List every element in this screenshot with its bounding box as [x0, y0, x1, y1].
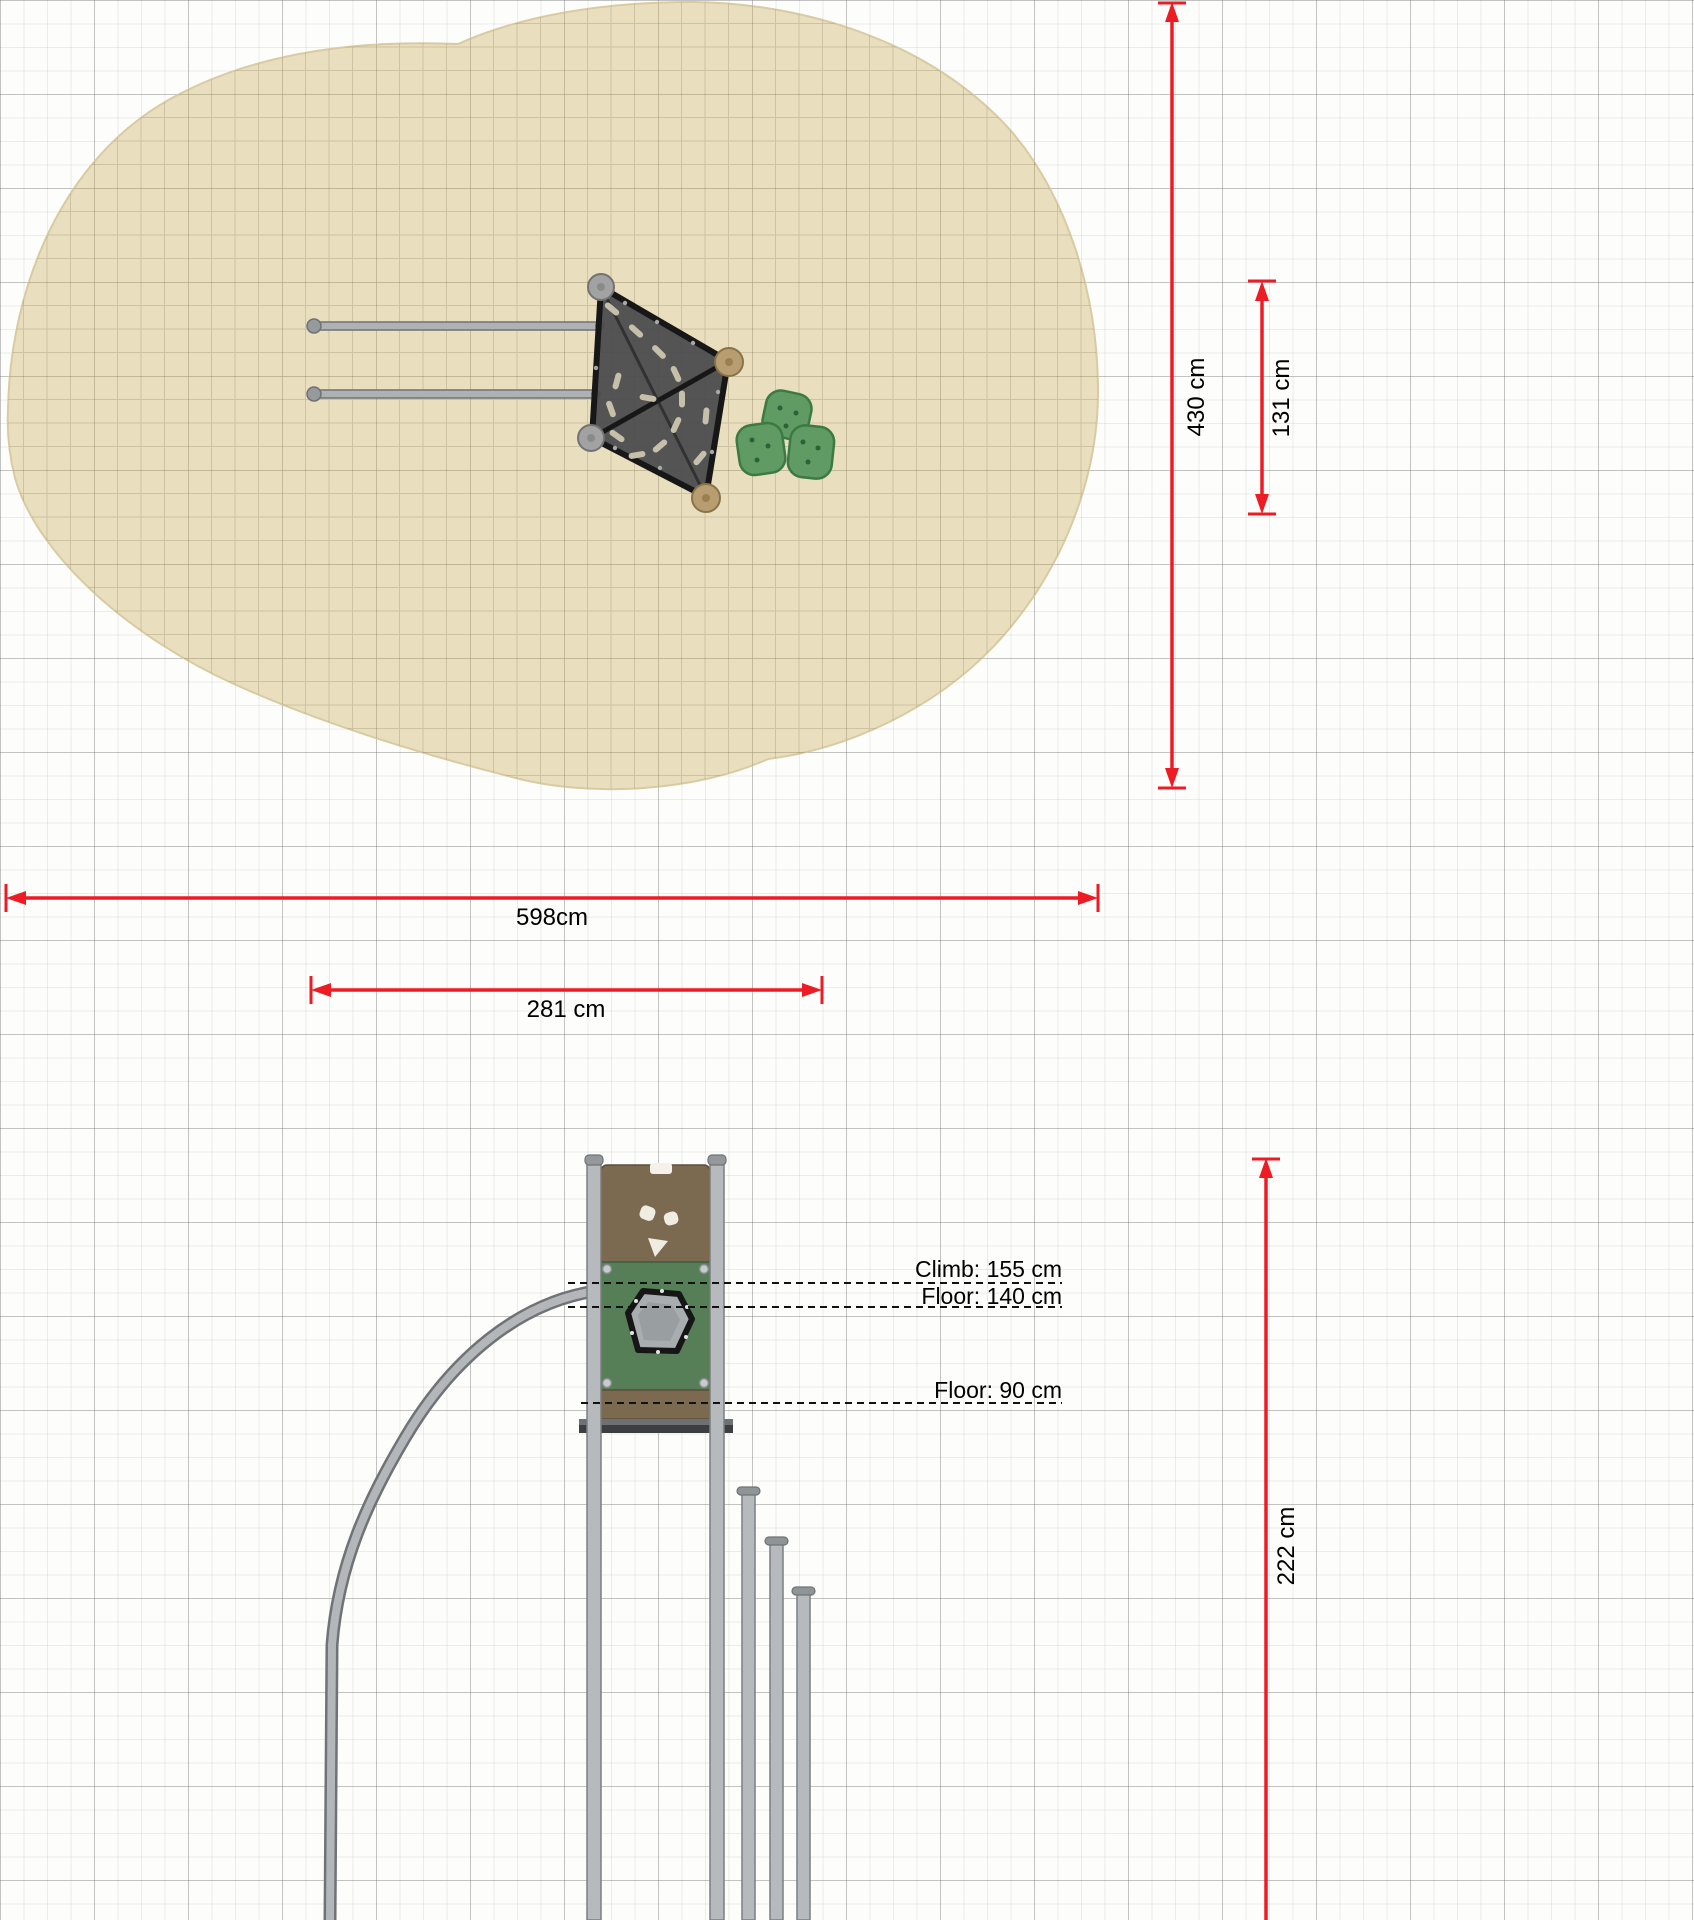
- climbing-net-panel: [577, 273, 744, 513]
- leader-lines: [568, 1282, 1062, 1404]
- dim-label-total-width: 598cm: [515, 904, 589, 931]
- plan-view-equipment: [306, 273, 836, 513]
- panel-bolts: [601, 1263, 710, 1389]
- frame-bolts: [593, 300, 721, 471]
- step-cap-2: [764, 1536, 789, 1546]
- dim-label-inner-height: 131 cm: [1268, 358, 1295, 438]
- step-cap-3: [791, 1586, 816, 1596]
- net-slots: [604, 302, 710, 466]
- step-posts: [736, 1486, 816, 1920]
- post-left-cap: [584, 1154, 604, 1166]
- support-posts: [584, 1154, 727, 1920]
- label-climb-height: Climb: 155 cm: [915, 1256, 1062, 1282]
- label-floor-upper: Floor: 140 cm: [921, 1283, 1062, 1309]
- dimension-inner-height: [1248, 279, 1276, 516]
- elevation-view: [323, 1154, 1062, 1920]
- platform-deck: [579, 1425, 733, 1433]
- panel-holes: [639, 1205, 679, 1257]
- step-post-1: [741, 1493, 756, 1920]
- step-post-2: [769, 1543, 784, 1920]
- monkey-bar-lower: [311, 389, 597, 399]
- net-brace: [590, 358, 730, 441]
- dimension-lines: [4, 1, 1280, 1920]
- panel-brown-lower: [600, 1389, 711, 1420]
- climbing-stone-2: [735, 421, 787, 477]
- dimension-total-width: [4, 884, 1100, 912]
- monkey-bar-upper: [311, 321, 603, 331]
- dim-label-elevation-height: 222 cm: [1273, 1506, 1300, 1586]
- corner-pad-bolt: [587, 434, 595, 442]
- post-right-cap: [707, 1154, 727, 1166]
- post-left: [586, 1160, 602, 1920]
- dimension-total-height: [1158, 1, 1186, 790]
- net-window-shade: [638, 1302, 680, 1341]
- dimension-elevation-height: [1252, 1157, 1280, 1920]
- dim-label-inner-width: 281 cm: [526, 996, 606, 1023]
- climbing-stones: [735, 389, 836, 480]
- corner-pad-bolt: [702, 494, 710, 502]
- monkey-bars: [306, 318, 605, 402]
- corner-pad-bolt: [725, 358, 733, 366]
- dim-label-total-height: 430 cm: [1183, 357, 1210, 437]
- post-right: [709, 1160, 725, 1920]
- label-floor-lower: Floor: 90 cm: [934, 1377, 1062, 1403]
- step-cap-1: [736, 1486, 761, 1496]
- dimension-inner-width: [309, 976, 824, 1004]
- climbing-stone-3: [786, 424, 836, 480]
- step-post-3: [796, 1593, 811, 1920]
- bar-end-cap: [306, 318, 322, 334]
- corner-pad-bolt: [597, 283, 605, 291]
- net-brace: [599, 286, 708, 498]
- panel-notch: [650, 1163, 672, 1174]
- platform-edge: [579, 1419, 733, 1425]
- handrail: [323, 1284, 603, 1920]
- bar-end-cap: [306, 386, 322, 402]
